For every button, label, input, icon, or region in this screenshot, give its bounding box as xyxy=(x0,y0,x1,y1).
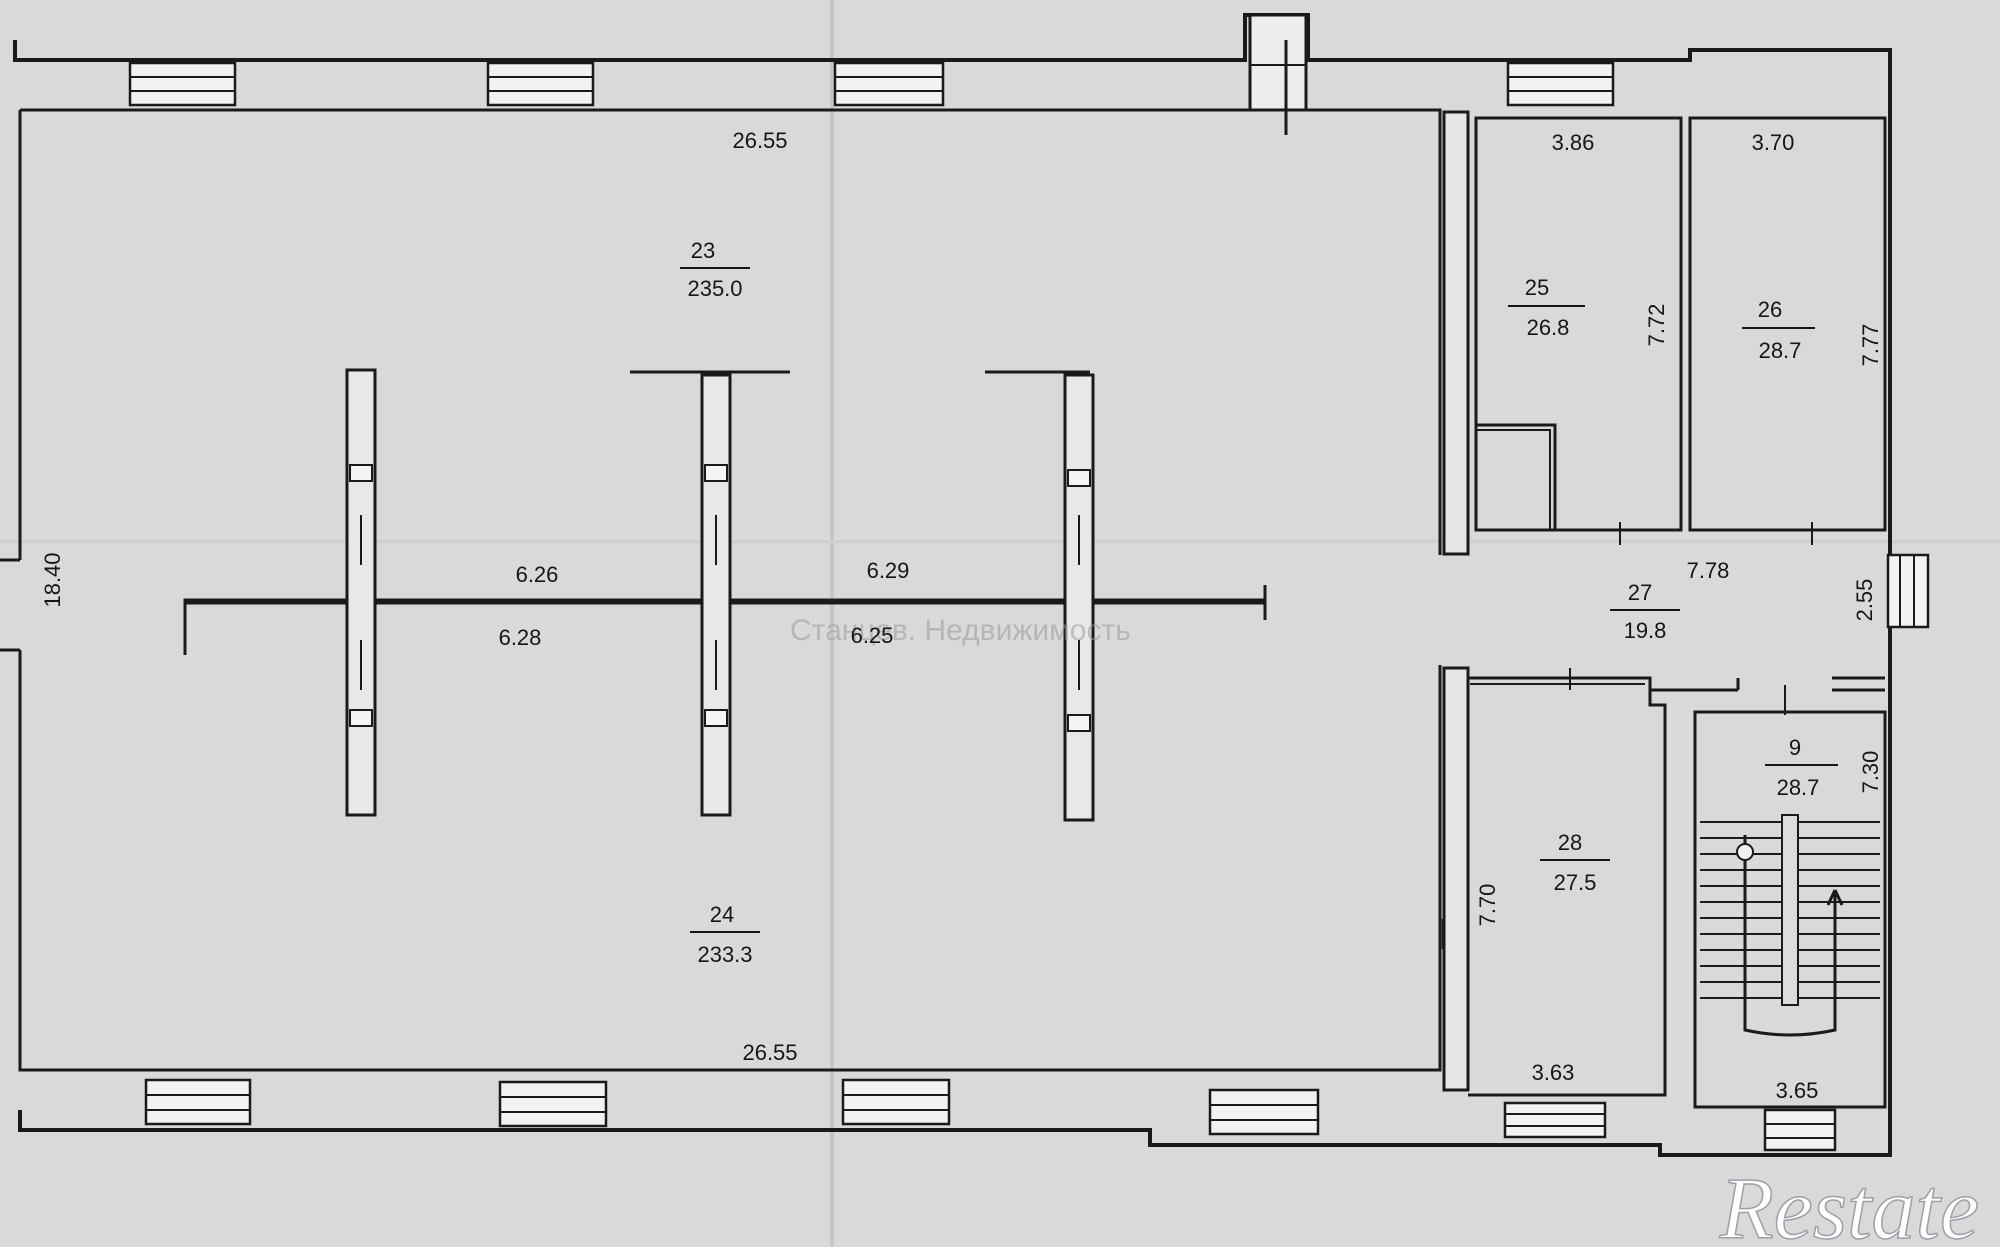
room-24-number: 24 xyxy=(710,902,734,927)
window-bottom-6 xyxy=(1763,1108,1837,1152)
window-top-4 xyxy=(1506,61,1615,107)
window-bottom-4 xyxy=(1208,1088,1320,1136)
restate-logo: Restate xyxy=(1719,1161,1979,1247)
room-28-area: 27.5 xyxy=(1554,870,1597,895)
right-wing-walls xyxy=(1442,110,1887,1109)
dim-beam-upper-right: 6.29 xyxy=(867,558,910,583)
room-24-label: 24 233.3 xyxy=(690,902,760,967)
dim-room25-width: 3.86 xyxy=(1552,130,1595,155)
room-25-label: 25 26.8 xyxy=(1508,275,1585,340)
room-9-area: 28.7 xyxy=(1777,775,1820,800)
window-bottom-2 xyxy=(498,1080,608,1128)
dim-corridor-width: 2.55 xyxy=(1852,579,1877,622)
room-26-area: 28.7 xyxy=(1759,338,1802,363)
structural-beams xyxy=(183,368,1267,822)
window-top-1 xyxy=(128,61,237,107)
window-right-1 xyxy=(1886,553,1930,629)
room-25-number: 25 xyxy=(1525,275,1549,300)
dim-room28-height: 7.70 xyxy=(1475,884,1500,927)
dim-room26-height: 7.77 xyxy=(1858,324,1883,367)
column-1 xyxy=(345,368,377,817)
room-25-area: 26.8 xyxy=(1527,315,1570,340)
dim-room9-width: 3.65 xyxy=(1776,1078,1819,1103)
room-9-number: 9 xyxy=(1789,735,1801,760)
dim-room9-height: 7.30 xyxy=(1858,751,1883,794)
room-9-label: 9 28.7 xyxy=(1765,735,1838,800)
room-24-area: 233.3 xyxy=(697,942,752,967)
room-23-label: 23 235.0 xyxy=(680,238,750,301)
room-labels: 23 235.0 24 233.3 25 26.8 26 28.7 27 19.… xyxy=(680,238,1838,967)
column-3 xyxy=(985,370,1095,822)
room-23-number: 23 xyxy=(691,238,715,263)
room-23-area: 235.0 xyxy=(687,276,742,301)
dim-beam-lower-left: 6.28 xyxy=(499,625,542,650)
windows xyxy=(128,61,1930,1152)
room-28-number: 28 xyxy=(1558,830,1582,855)
stairs xyxy=(1700,814,1880,1037)
room-27-label: 27 19.8 xyxy=(1610,580,1680,643)
window-bottom-1 xyxy=(144,1078,252,1126)
window-bottom-3 xyxy=(841,1078,951,1126)
window-top-2 xyxy=(486,61,595,107)
room-27-number: 27 xyxy=(1628,580,1652,605)
dim-hall-bottom: 26.55 xyxy=(742,1040,797,1065)
room-28-label: 28 27.5 xyxy=(1540,830,1610,895)
dim-corridor-length: 7.78 xyxy=(1687,558,1730,583)
window-bottom-5 xyxy=(1503,1101,1607,1139)
room-26-label: 26 28.7 xyxy=(1742,297,1815,363)
dim-hall-height: 18.40 xyxy=(40,552,65,607)
dim-room25-height: 7.72 xyxy=(1644,304,1669,347)
room-26-number: 26 xyxy=(1758,297,1782,322)
dim-beam-upper-left: 6.26 xyxy=(516,562,559,587)
dim-room26-width: 3.70 xyxy=(1752,130,1795,155)
dim-beam-lower-right: 6.25 xyxy=(851,623,894,648)
dimension-labels: 26.55 26.55 18.40 6.26 6.29 6.28 6.25 3.… xyxy=(40,128,1883,1103)
column-2 xyxy=(630,370,790,817)
dim-room28-width: 3.63 xyxy=(1532,1060,1575,1085)
watermark-text: Станцев. Недвижимость xyxy=(790,614,1131,647)
outer-walls xyxy=(0,13,1892,1157)
window-top-3 xyxy=(833,61,945,107)
room-27-area: 19.8 xyxy=(1624,618,1667,643)
dim-hall-top: 26.55 xyxy=(732,128,787,153)
